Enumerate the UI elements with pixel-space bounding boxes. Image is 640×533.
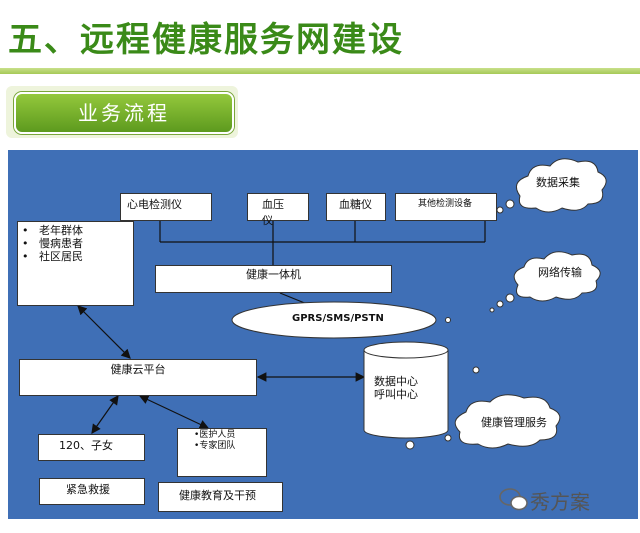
- emergency-rescue-box: 紧急救援: [39, 478, 145, 505]
- medical-item: •医护人员: [194, 430, 236, 440]
- platform-emergency-arrow: [91, 395, 119, 434]
- emergency-contact-box: 120、子女: [38, 434, 145, 461]
- subtitle-frame: 业务流程: [6, 86, 238, 138]
- health-terminal-label: 健康一体机: [246, 268, 301, 281]
- wechat-icon: [499, 488, 528, 511]
- device-other-label: 其他检测设备: [418, 199, 473, 209]
- cloud-network-transfer: 网络传输: [538, 266, 582, 279]
- network-label: GPRS/SMS/PSTN: [292, 313, 384, 324]
- device-bp: 血压仪: [247, 193, 309, 227]
- cloud-platform-box: 健康云平台: [19, 359, 257, 396]
- medical-staff-box: •医护人员 •专家团队: [177, 428, 267, 477]
- group-item: • 老年群体: [22, 224, 83, 237]
- device-ecg: 心电检测仪: [120, 193, 212, 221]
- emergency-contact-label: 120、子女: [59, 439, 113, 452]
- callcenter-label: 呼叫中心: [374, 388, 418, 401]
- group-item: • 社区居民: [22, 250, 83, 263]
- medical-item: •专家团队: [194, 441, 236, 451]
- title-underline: [0, 68, 640, 74]
- health-education-box: 健康教育及干预: [158, 482, 283, 512]
- cloud-shapes: [405, 158, 607, 450]
- groups-platform-arrow: [77, 305, 131, 359]
- device-glucose-label: 血糖仪: [339, 198, 372, 211]
- cloud-platform-label: 健康云平台: [110, 363, 166, 376]
- health-education-label: 健康教育及干预: [179, 489, 256, 502]
- group-item: • 慢病患者: [22, 237, 83, 250]
- subtitle-button[interactable]: 业务流程: [14, 92, 234, 134]
- device-bp-label: 血压仪: [262, 198, 284, 227]
- device-glucose: 血糖仪: [326, 193, 386, 221]
- cloud-health-management: 健康管理服务: [481, 416, 547, 429]
- cloud-data-collection: 数据采集: [536, 176, 580, 189]
- health-terminal-box: 健康一体机: [155, 265, 392, 293]
- emergency-rescue-label: 紧急救援: [66, 483, 110, 496]
- page-title: 五、远程健康服务网建设: [8, 20, 404, 60]
- device-other: 其他检测设备: [395, 193, 497, 221]
- datacenter-labels: 数据中心 呼叫中心: [374, 375, 418, 401]
- device-connectors: [159, 220, 486, 266]
- watermark-text: 秀方案: [530, 490, 590, 514]
- datacenter-label: 数据中心: [374, 375, 418, 388]
- network-oval: [231, 301, 437, 339]
- device-ecg-label: 心电检测仪: [127, 198, 182, 211]
- target-groups-box: • 老年群体 • 慢病患者 • 社区居民: [17, 221, 134, 306]
- platform-medical-arrow: [138, 395, 210, 429]
- datacenter-cylinder: [363, 341, 449, 439]
- target-groups-list: • 老年群体 • 慢病患者 • 社区居民: [22, 224, 83, 263]
